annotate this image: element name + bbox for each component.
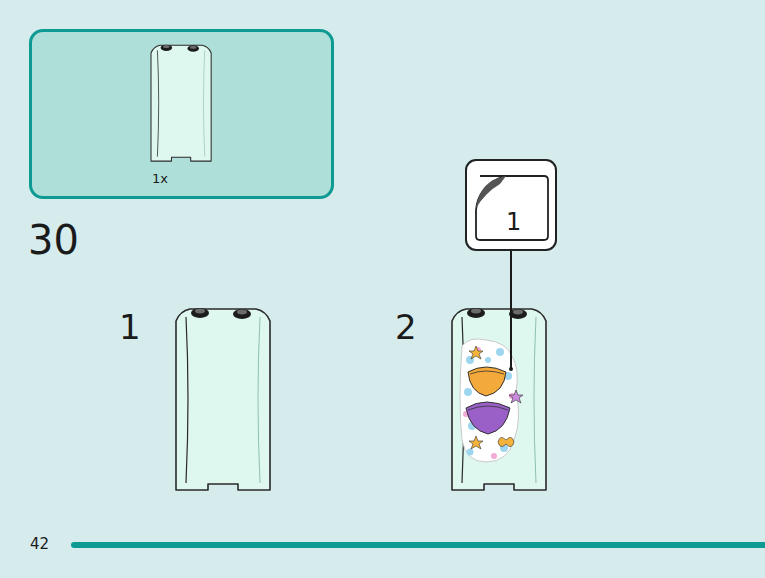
substep-number: 2 bbox=[395, 310, 417, 344]
step-number: 30 bbox=[28, 220, 79, 260]
sticker-box-fill bbox=[467, 161, 555, 249]
brick-part bbox=[151, 45, 211, 161]
leader-line bbox=[510, 251, 512, 368]
page-rule bbox=[74, 542, 765, 548]
leader-dot bbox=[509, 367, 513, 371]
page-number: 42 bbox=[28, 537, 51, 552]
brick-step-2 bbox=[452, 308, 546, 490]
sticker-peel bbox=[476, 176, 506, 208]
brick-step-1 bbox=[176, 308, 270, 490]
substep-number: 1 bbox=[119, 310, 141, 344]
parts-panel-fill bbox=[31, 31, 332, 197]
part-quantity: 1x bbox=[152, 172, 168, 185]
sticker-callout: 1 bbox=[465, 159, 557, 251]
sticker-number: 1 bbox=[506, 210, 521, 234]
sticker-art bbox=[460, 339, 523, 462]
parts-panel: 1x bbox=[29, 29, 334, 199]
sticker-icon bbox=[476, 176, 548, 240]
